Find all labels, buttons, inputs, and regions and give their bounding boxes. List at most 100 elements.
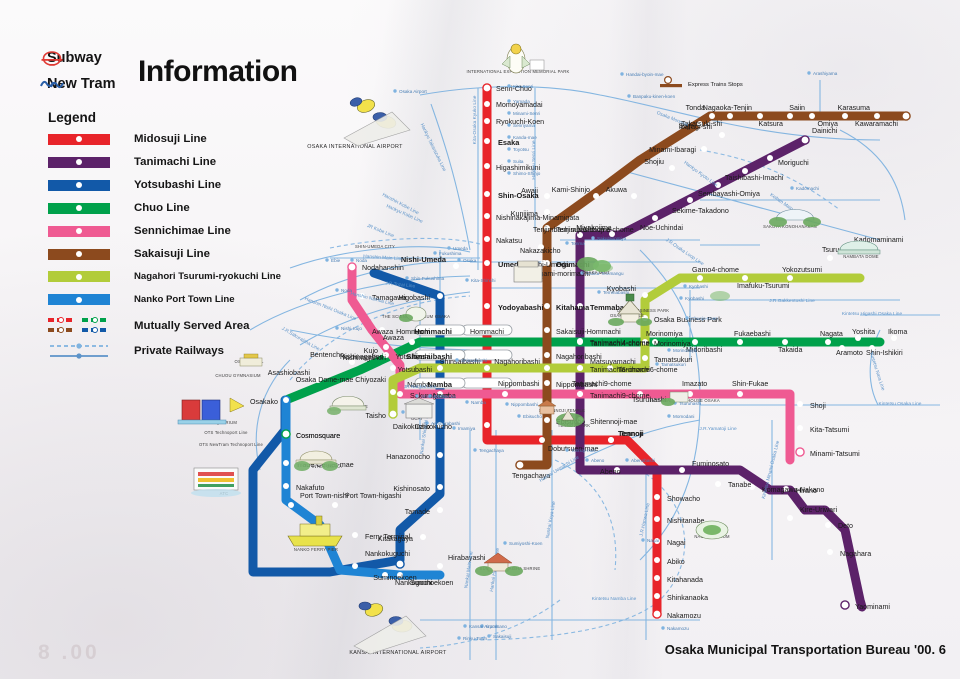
station-dot[interactable] <box>283 431 289 437</box>
legend-item-chuo-line[interactable]: Chuo Line <box>48 202 190 214</box>
station-dot[interactable] <box>437 422 443 428</box>
station-dot[interactable] <box>869 345 875 351</box>
station-dot[interactable] <box>484 213 490 219</box>
station-dot[interactable] <box>283 397 289 403</box>
station-dot[interactable] <box>544 209 550 215</box>
station-dot[interactable] <box>697 275 703 281</box>
station-dot[interactable] <box>383 352 389 358</box>
legend-item-yotsubashi-line[interactable]: Yotsubashi Line <box>48 179 221 191</box>
station-dot[interactable] <box>855 335 861 341</box>
station-dot[interactable] <box>742 275 748 281</box>
station-dot[interactable] <box>347 262 357 272</box>
station-dot[interactable] <box>842 113 848 119</box>
station-dot[interactable] <box>437 452 443 458</box>
station-dot[interactable] <box>577 303 583 309</box>
station-dot[interactable] <box>719 132 725 138</box>
station-dot[interactable] <box>608 437 614 443</box>
station-dot[interactable] <box>577 391 583 397</box>
station-dot[interactable] <box>484 422 490 428</box>
station-dot[interactable] <box>809 113 815 119</box>
legend-item-midosuji-line[interactable]: Midosuji Line <box>48 133 207 145</box>
station-dot[interactable] <box>388 409 398 419</box>
station-dot[interactable] <box>390 365 396 371</box>
station-dot[interactable] <box>709 113 715 119</box>
station-dot[interactable] <box>654 593 660 599</box>
station-dot[interactable] <box>420 534 426 540</box>
station-dot[interactable] <box>437 293 443 299</box>
station-dot[interactable] <box>654 494 660 500</box>
station-dot[interactable] <box>827 255 833 261</box>
station-dot[interactable] <box>614 467 620 473</box>
station-dot[interactable] <box>874 113 880 119</box>
station-dot[interactable] <box>800 135 810 145</box>
station-dot[interactable] <box>797 425 803 431</box>
station-dot[interactable] <box>642 292 648 298</box>
line-path-tanimachi[interactable] <box>575 135 867 612</box>
station-dot[interactable] <box>379 327 385 333</box>
station-dot[interactable] <box>437 563 443 569</box>
station-dot[interactable] <box>652 215 658 221</box>
station-dot[interactable] <box>382 572 388 578</box>
station-dot[interactable] <box>687 197 693 203</box>
station-dot[interactable] <box>484 191 490 197</box>
station-dot[interactable] <box>783 486 789 492</box>
station-dot[interactable] <box>797 401 803 407</box>
station-dot[interactable] <box>715 481 721 487</box>
station-dot[interactable] <box>484 118 490 124</box>
station-dot[interactable] <box>727 113 733 119</box>
station-dot[interactable] <box>631 193 637 199</box>
station-dot[interactable] <box>787 515 793 521</box>
station-dot[interactable] <box>692 339 698 345</box>
station-dot[interactable] <box>544 352 550 358</box>
station-dot[interactable] <box>484 260 490 266</box>
station-dot[interactable] <box>715 182 721 188</box>
station-dot[interactable] <box>502 391 508 397</box>
station-dot[interactable] <box>544 303 550 309</box>
station-dot[interactable] <box>437 484 443 490</box>
station-markers[interactable] <box>281 83 911 619</box>
station-dot[interactable] <box>637 391 643 397</box>
station-dot[interactable] <box>840 600 850 610</box>
station-dot[interactable] <box>577 232 583 238</box>
legend-item-sennichimae-line[interactable]: Sennichimae Line <box>48 225 231 237</box>
station-dot[interactable] <box>767 155 773 161</box>
legend-item-tanimachi-line[interactable]: Tanimachi Line <box>48 156 216 168</box>
station-dot[interactable] <box>544 380 550 386</box>
station-dot[interactable] <box>397 391 403 397</box>
station-dot[interactable] <box>787 275 793 281</box>
station-dot[interactable] <box>654 575 660 581</box>
station-dot[interactable] <box>642 339 648 345</box>
station-dot[interactable] <box>397 572 403 578</box>
legend-item-nagahori-tsurumi-ryokuchi-line[interactable]: Nagahori Tsurumi-ryokuchi Line <box>48 271 281 282</box>
station-dot[interactable] <box>359 293 365 299</box>
legend-item-nanko-port-town-line[interactable]: Nanko Port Town Line <box>48 294 235 305</box>
station-dot[interactable] <box>839 345 845 351</box>
legend-item-sakaisuji-line[interactable]: Sakaisuji Line <box>48 248 210 260</box>
station-dot[interactable] <box>484 236 490 242</box>
station-dot[interactable] <box>697 121 703 127</box>
station-dot[interactable] <box>782 339 788 345</box>
station-dot[interactable] <box>737 391 743 397</box>
station-dot[interactable] <box>827 549 833 555</box>
station-dot[interactable] <box>825 522 831 528</box>
station-dot[interactable] <box>795 447 805 457</box>
station-dot[interactable] <box>484 101 490 107</box>
station-dot[interactable] <box>538 244 544 250</box>
station-dot[interactable] <box>539 437 545 443</box>
station-dot[interactable] <box>283 483 289 489</box>
station-dot[interactable] <box>484 365 490 371</box>
station-dot[interactable] <box>679 467 685 473</box>
station-dot[interactable] <box>390 389 396 395</box>
line-path-nagahori[interactable] <box>388 273 865 419</box>
station-dot[interactable] <box>577 339 583 345</box>
station-dot[interactable] <box>544 417 550 423</box>
station-dot[interactable] <box>349 359 355 365</box>
station-dot[interactable] <box>607 365 613 371</box>
station-dot[interactable] <box>654 557 660 563</box>
station-dot[interactable] <box>544 193 550 199</box>
station-dot[interactable] <box>891 335 897 341</box>
station-dot[interactable] <box>544 260 550 266</box>
station-dot[interactable] <box>482 83 492 93</box>
station-dot[interactable] <box>352 563 358 569</box>
